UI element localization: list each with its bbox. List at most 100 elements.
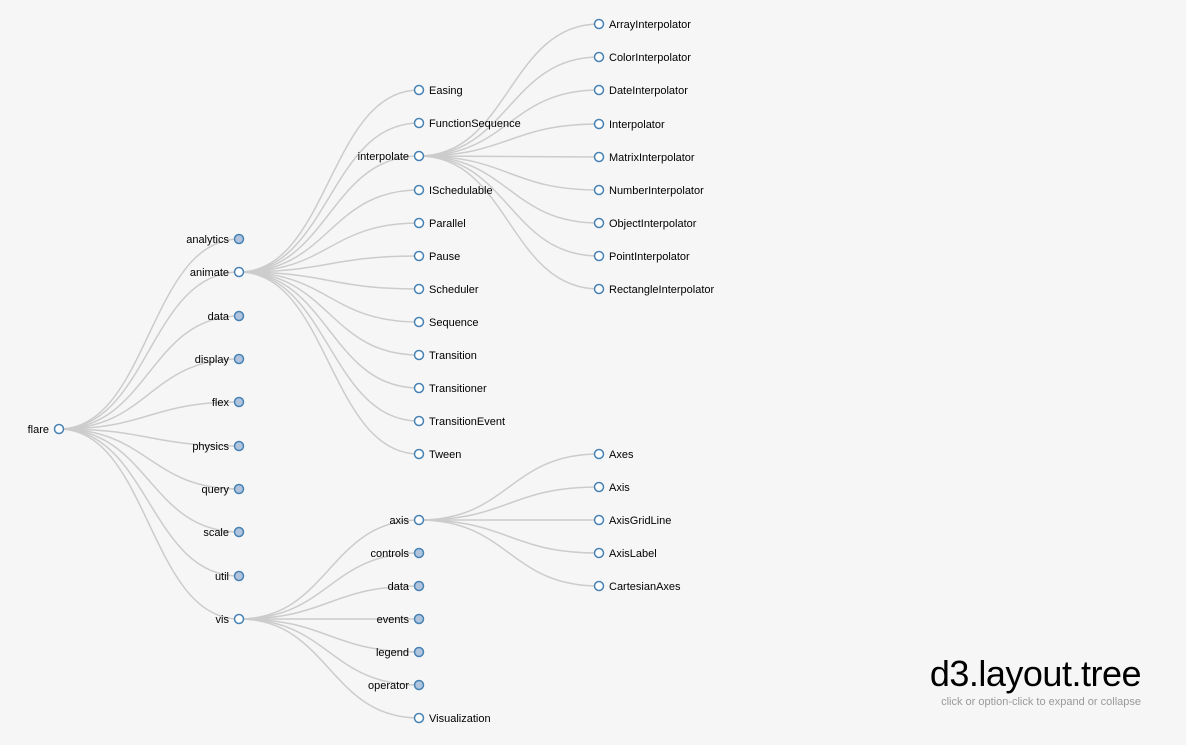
tree-node[interactable]: Sequence	[413, 316, 479, 329]
collapsed-node-icon[interactable]	[233, 483, 245, 495]
node-circle-icon[interactable]	[593, 283, 605, 295]
tree-node[interactable]: PointInterpolator	[593, 250, 691, 263]
node-label: PointInterpolator	[609, 251, 690, 263]
tree-node[interactable]: Easing	[413, 84, 463, 97]
tree-node[interactable]: Transition	[413, 349, 477, 362]
node-circle-icon[interactable]	[413, 150, 425, 162]
tree-node[interactable]: ObjectInterpolator	[593, 217, 697, 230]
node-circle-icon[interactable]	[413, 514, 425, 526]
tree-node[interactable]: scale	[203, 526, 245, 539]
tree-node[interactable]: flare	[28, 423, 65, 436]
tree-node[interactable]: Tween	[413, 448, 462, 461]
link	[418, 486, 600, 521]
tree-node[interactable]: Scheduler	[413, 283, 479, 296]
node-circle-icon[interactable]	[413, 712, 425, 724]
tree-node[interactable]: TransitionEvent	[413, 415, 506, 428]
tree-node[interactable]: data	[208, 310, 245, 323]
link	[58, 428, 240, 533]
node-circle-icon[interactable]	[413, 250, 425, 262]
node-circle-icon[interactable]	[413, 217, 425, 229]
collapsed-node-icon[interactable]	[233, 526, 245, 538]
node-circle-icon[interactable]	[593, 514, 605, 526]
node-circle-icon[interactable]	[593, 580, 605, 592]
node-circle-icon[interactable]	[593, 18, 605, 30]
tree-node[interactable]: events	[377, 613, 425, 626]
node-circle-icon[interactable]	[53, 423, 65, 435]
link	[58, 315, 240, 430]
link	[418, 56, 600, 157]
node-circle-icon[interactable]	[413, 448, 425, 460]
tree-node[interactable]: RectangleInterpolator	[593, 283, 715, 296]
tree-node[interactable]: DateInterpolator	[593, 84, 689, 97]
tree-node[interactable]: ISchedulable	[413, 184, 493, 197]
node-circle-icon[interactable]	[593, 84, 605, 96]
node-label: controls	[370, 548, 409, 560]
collapsed-node-icon[interactable]	[233, 353, 245, 365]
collapsed-node-icon[interactable]	[413, 613, 425, 625]
node-circle-icon[interactable]	[593, 217, 605, 229]
collapsed-node-icon[interactable]	[413, 547, 425, 559]
node-circle-icon[interactable]	[233, 613, 245, 625]
node-label: legend	[376, 647, 409, 659]
tree-node[interactable]: MatrixInterpolator	[593, 151, 695, 164]
node-circle-icon[interactable]	[413, 415, 425, 427]
tree-node[interactable]: operator	[368, 679, 425, 692]
tree-node[interactable]: Transitioner	[413, 382, 488, 395]
tree-node[interactable]: data	[388, 580, 425, 593]
tree-node[interactable]: ColorInterpolator	[593, 51, 692, 64]
tree-node[interactable]: query	[201, 483, 245, 496]
collapsed-node-icon[interactable]	[413, 646, 425, 658]
tree-node[interactable]: analytics	[186, 233, 245, 246]
tree-node[interactable]: Pause	[413, 250, 461, 263]
node-circle-icon[interactable]	[413, 84, 425, 96]
collapsed-node-icon[interactable]	[413, 679, 425, 691]
node-circle-icon[interactable]	[593, 184, 605, 196]
tree-node[interactable]: physics	[192, 440, 245, 453]
tree-node[interactable]: Axis	[593, 481, 631, 494]
node-circle-icon[interactable]	[413, 184, 425, 196]
tree-node[interactable]: flex	[212, 396, 245, 409]
node-circle-icon[interactable]	[593, 481, 605, 493]
tree-node[interactable]: controls	[370, 547, 425, 560]
tree-node[interactable]: FunctionSequence	[413, 117, 521, 130]
node-label: Easing	[429, 85, 463, 97]
node-circle-icon[interactable]	[593, 118, 605, 130]
tree-node[interactable]: legend	[376, 646, 425, 659]
tree-node[interactable]: NumberInterpolator	[593, 184, 705, 197]
node-circle-icon[interactable]	[593, 250, 605, 262]
node-circle-icon[interactable]	[413, 382, 425, 394]
collapsed-node-icon[interactable]	[233, 440, 245, 452]
tree-node[interactable]: vis	[216, 613, 245, 626]
link	[58, 428, 240, 447]
tree-node[interactable]: Visualization	[413, 712, 491, 725]
collapsed-node-icon[interactable]	[233, 310, 245, 322]
node-circle-icon[interactable]	[413, 283, 425, 295]
tree-node[interactable]: Parallel	[413, 217, 466, 230]
node-circle-icon[interactable]	[593, 51, 605, 63]
node-circle-icon[interactable]	[593, 448, 605, 460]
link	[418, 519, 600, 554]
tree-node[interactable]: animate	[190, 266, 245, 279]
tree-node[interactable]: axis	[389, 514, 425, 527]
node-circle-icon[interactable]	[593, 547, 605, 559]
tree-node[interactable]: util	[215, 570, 245, 583]
tree-node[interactable]: AxisLabel	[593, 547, 657, 560]
tree-node[interactable]: Interpolator	[593, 118, 665, 131]
collapsed-node-icon[interactable]	[233, 396, 245, 408]
tree-node[interactable]: CartesianAxes	[593, 580, 682, 593]
node-circle-icon[interactable]	[413, 349, 425, 361]
tree-node[interactable]: ArrayInterpolator	[593, 18, 692, 31]
collapsed-node-icon[interactable]	[413, 580, 425, 592]
node-circle-icon[interactable]	[413, 117, 425, 129]
tree-node[interactable]: display	[195, 353, 245, 366]
collapsed-node-icon[interactable]	[233, 233, 245, 245]
node-circle-icon[interactable]	[233, 266, 245, 278]
tree-node[interactable]: Axes	[593, 448, 634, 461]
node-circle-icon[interactable]	[593, 151, 605, 163]
node-circle-icon[interactable]	[413, 316, 425, 328]
tree-node[interactable]: interpolate	[358, 150, 425, 163]
link	[418, 155, 600, 257]
tree-node[interactable]: AxisGridLine	[593, 514, 672, 527]
node-label: flare	[28, 424, 49, 436]
collapsed-node-icon[interactable]	[233, 570, 245, 582]
